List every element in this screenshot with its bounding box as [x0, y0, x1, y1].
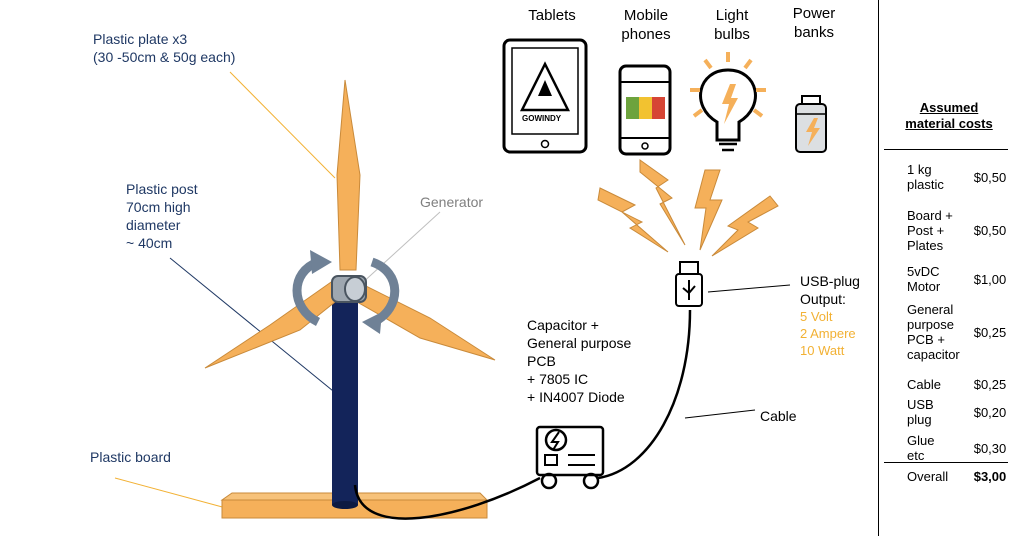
rotation-arrow-right — [370, 257, 400, 327]
cost-item-line: USB — [907, 397, 934, 412]
cost-item-line: Post + — [907, 223, 945, 238]
post-label-line1: Plastic post — [126, 181, 198, 197]
cable-label: Cable — [760, 408, 797, 424]
cost-item-line: 1 kg — [907, 162, 932, 177]
lightning-bolt-1 — [597, 187, 669, 253]
generator-leader-line — [359, 211, 441, 286]
post-label-line3: diameter — [126, 217, 181, 233]
cost-item-line: plug — [907, 412, 932, 427]
lightning-bolt-2 — [639, 159, 686, 246]
plastic-post — [332, 300, 358, 505]
generator-label: Generator — [420, 194, 484, 210]
plastic-post-base — [332, 501, 358, 509]
usb-output-watt: 10 Watt — [800, 343, 845, 358]
cable-leader-line — [684, 409, 756, 419]
power-bank-icon — [795, 95, 827, 153]
blade-left — [204, 279, 346, 369]
pcb-label-line1: Capacitor + — [527, 317, 599, 333]
lightning-bolt-4 — [711, 195, 779, 257]
cost-item-line: PCB + — [907, 332, 945, 347]
cost-item-line: Plates — [907, 238, 944, 253]
cost-item-line: capacitor — [907, 347, 960, 362]
cost-rule-bottom — [884, 462, 1008, 463]
lightning-bolt-3 — [694, 169, 723, 251]
generator-face — [344, 276, 366, 302]
post-label-line4: ~ 40cm — [126, 235, 173, 251]
pcb-label-line2: General purpose — [527, 335, 632, 351]
rotation-arrow-left-head — [310, 250, 332, 274]
cost-item-line: 5vDC — [907, 264, 940, 279]
pcb-box-icon — [535, 425, 605, 490]
pcb-label-line4: + 7805 IC — [527, 371, 589, 387]
board-leader-line — [114, 477, 227, 509]
cost-overall-value: $3,00 — [973, 469, 1007, 484]
cost-value: $0,20 — [973, 404, 1007, 420]
cost-item: Board +Post +Plates — [907, 208, 965, 253]
rotation-arrow-left — [292, 257, 321, 327]
usb-leader-line — [707, 284, 791, 293]
rotation-arrow-right-head — [362, 312, 382, 334]
cost-value: $0,25 — [973, 377, 1007, 392]
pcb-label-line3: PCB — [527, 353, 556, 369]
pcb-label-line5: + IN4007 Diode — [527, 389, 625, 405]
cost-value: $0,30 — [973, 440, 1007, 456]
cost-value: $0,50 — [973, 223, 1007, 238]
post-label-line2: 70cm high — [126, 199, 191, 215]
cost-item-line: etc — [907, 448, 925, 463]
cost-item-line: plastic — [907, 177, 944, 192]
tablet-logo-text: GOWINDY — [522, 114, 562, 123]
cost-item-line: Motor — [907, 279, 941, 294]
board-label: Plastic board — [90, 449, 171, 465]
cable — [353, 476, 541, 520]
cost-item: Cable — [907, 377, 965, 392]
usb-label-line2: Output: — [800, 291, 846, 307]
light-bulb-icon — [690, 52, 766, 152]
cost-value: $0,25 — [973, 324, 1007, 340]
cable-to-usb — [597, 309, 692, 480]
plates-leader-line — [229, 71, 336, 179]
post-leader-line — [169, 257, 339, 396]
usb-label-line1: USB-plug — [800, 273, 860, 289]
wind-turbine-diagram — [114, 38, 827, 520]
mobile-phone-icon — [618, 64, 672, 156]
usb-output-ampere: 2 Ampere — [800, 326, 856, 341]
cost-rule-top — [884, 149, 1008, 150]
usb-output-volt: 5 Volt — [800, 309, 833, 324]
usb-plug-icon — [675, 261, 703, 307]
plates-label-line2: (30 -50cm & 50g each) — [93, 49, 236, 65]
blade-top — [336, 79, 361, 271]
device-label-tablets: Tablets — [528, 7, 576, 24]
cost-item-line: Glue — [907, 433, 935, 448]
plates-label-line1: Plastic plate x3 — [93, 31, 188, 47]
cost-item-line: General — [907, 302, 954, 317]
tablet-icon — [502, 38, 588, 154]
cost-overall-label: Overall — [907, 469, 949, 484]
cost-item-line: Cable — [907, 377, 941, 392]
cost-value: $0,50 — [973, 169, 1007, 185]
cost-item-line: Board + — [907, 208, 953, 223]
cost-title: Assumed material costs — [905, 100, 993, 131]
cost-value: $1,00 — [973, 271, 1007, 287]
cost-item-line: purpose — [907, 317, 954, 332]
